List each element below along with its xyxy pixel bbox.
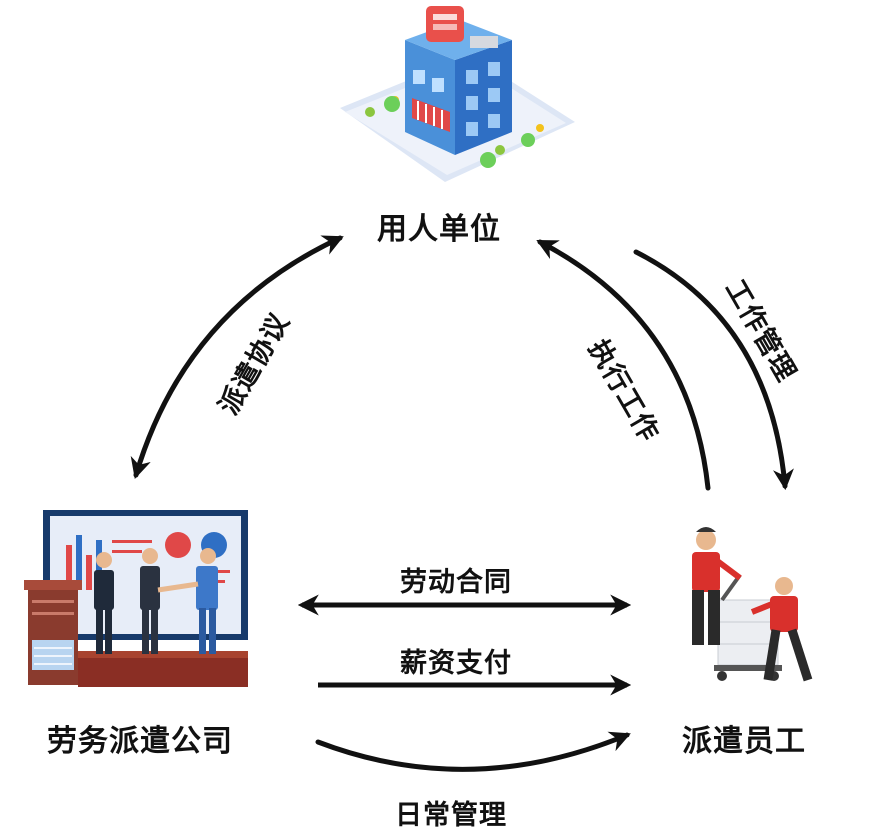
workers-icon (692, 527, 813, 682)
agency-label: 劳务派遣公司 (47, 724, 233, 759)
daily-management-label: 日常管理 (395, 800, 507, 831)
labor-contract-label: 劳动合同 (400, 567, 512, 598)
execute-work-arrow (536, 239, 711, 491)
agency-meeting-icon (24, 510, 248, 687)
building-icon (340, 6, 575, 182)
daily-management-arrow (315, 731, 631, 772)
dispatch-agreement-arrow (130, 235, 344, 480)
work-management-arrow (633, 249, 794, 491)
salary-payment-label: 薪资支付 (400, 648, 512, 679)
employer-label: 用人单位 (377, 212, 501, 247)
employee-label: 派遣员工 (682, 724, 806, 759)
